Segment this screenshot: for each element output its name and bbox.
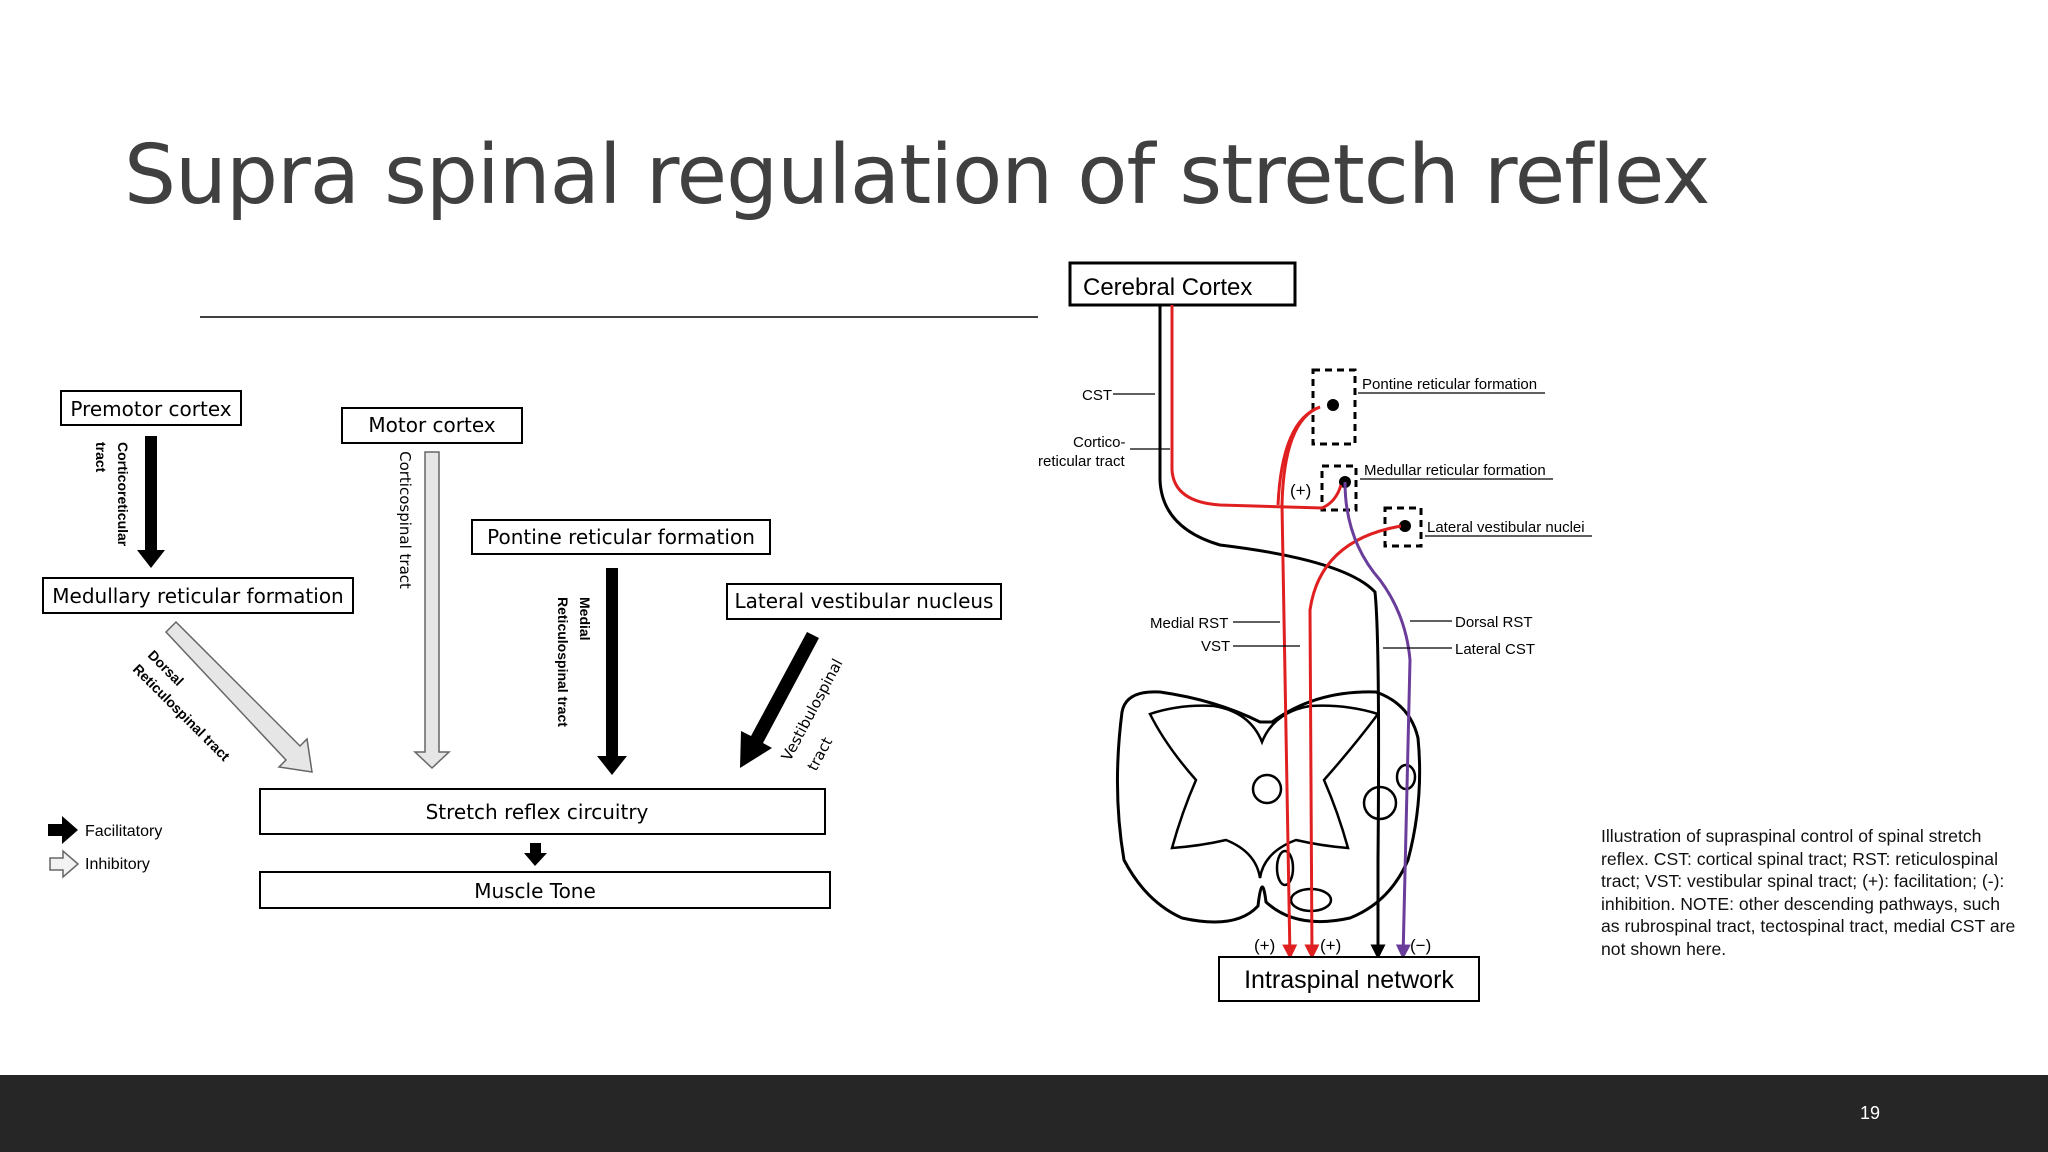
spinal-circle-left [1251,773,1283,805]
legend-inhibitory-label: Inhibitory [85,856,150,873]
medial-rst-pathway-line [1280,405,1321,960]
cerebral-cortex-box: Cerebral Cortex [1068,261,1297,307]
box-muscle-tone: Muscle Tone [259,871,831,909]
legend-facilitatory-label: Facilitatory [85,823,162,840]
lateral-vestibular-nuclei-label: Lateral vestibular nuclei [1427,519,1585,536]
legend-inhibitory-arrow [49,849,80,879]
cortico-reticular-pathway-line [1170,305,1343,510]
pontine-nucleus-box [1311,368,1357,446]
cst-label: CST [1082,387,1112,404]
cst-pathway-line [1158,305,1386,960]
figure-caption: Illustration of supraspinal control of s… [1601,826,2016,959]
vestibular-nucleus-box [1383,506,1423,548]
dorsal-reticulospinal-arrow [164,620,313,773]
medullar-plus-sign: (+) [1290,481,1311,500]
vestibulospinal-arrow [740,632,819,768]
spinal-oval-left [1275,849,1295,887]
footer-bar: 19 [0,1075,2048,1152]
box-pontine-reticular-formation: Pontine reticular formation [471,519,771,555]
vst-pathway-line [1304,524,1402,960]
corticoreticular-label-2: tract [93,442,109,473]
vst-label: VST [1201,638,1230,655]
cortico-reticular-label: Cortico- [1073,434,1126,451]
vestibulospinal-label-2: tract [804,734,837,774]
title-underline [200,316,1038,318]
reflex-to-tone-arrow [524,843,547,866]
plus-sign-2: (+) [1320,936,1341,955]
box-motor-label: Motor cortex [368,413,495,437]
box-medullary-reticular-formation: Medullary reticular formation [42,577,354,614]
box-premotor-cortex: Premotor cortex [60,390,242,426]
corticoreticular-arrow [137,436,165,568]
corticospinal-label: Corticospinal tract [396,451,414,589]
dorsal-rst-pathway-line [1343,481,1412,960]
medial-label: Medial [577,597,593,641]
spinal-circle-right [1362,785,1398,821]
spinal-cord-outline [1115,690,1422,924]
intraspinal-network-box: Intraspinal network [1218,956,1480,1002]
medullar-nucleus-box [1320,464,1358,512]
box-stretch-reflex-circuitry: Stretch reflex circuitry [259,788,826,835]
spinal-gray-matter [1148,704,1381,879]
intraspinal-network-label: Intraspinal network [1244,966,1454,994]
medullar-reticular-label: Medullar reticular formation [1364,462,1546,479]
pontine-nucleus-dot [1327,399,1339,411]
box-muscle-tone-label: Muscle Tone [474,879,596,903]
slide-title: Supra spinal regulation of stretch refle… [124,128,1710,223]
diagram-canvas: Premotor cortex Motor cortex Medullary r… [42,261,1592,1002]
minus-sign: (−) [1410,936,1431,955]
cerebral-cortex-label: Cerebral Cortex [1083,274,1252,301]
box-lateral-vestibular-label: Lateral vestibular nucleus [735,589,994,613]
medial-reticulospinal-arrow [597,568,627,775]
pontine-reticular-label: Pontine reticular formation [1362,376,1537,393]
page-number: 19 [1859,1103,1881,1123]
medial-rst-label: Medial RST [1150,615,1228,632]
cortico-reticular-label-2: reticular tract [1038,453,1126,470]
box-stretch-reflex-label: Stretch reflex circuitry [426,800,649,824]
box-lateral-vestibular-nucleus: Lateral vestibular nucleus [726,583,1002,620]
vestibular-nucleus-dot [1399,520,1411,532]
legend: Facilitatory Inhibitory [48,816,162,879]
box-premotor-label: Premotor cortex [70,397,231,421]
medial-reticulospinal-label: Reticulospinal tract [555,597,571,727]
legend-facilitatory-arrow [48,816,78,844]
dorsal-rst-label: Dorsal RST [1455,614,1533,631]
left-flow-diagram: Premotor cortex Motor cortex Medullary r… [42,390,1002,909]
box-pontine-label: Pontine reticular formation [487,525,755,549]
box-motor-cortex: Motor cortex [341,407,523,444]
right-pathway-diagram: Cerebral Cortex [1038,261,1592,1002]
box-medullary-label: Medullary reticular formation [52,584,343,608]
plus-sign-1: (+) [1254,936,1275,955]
lateral-cst-label: Lateral CST [1455,641,1535,658]
corticoreticular-label: Corticoreticular [115,442,131,547]
corticospinal-arrow [413,451,451,770]
